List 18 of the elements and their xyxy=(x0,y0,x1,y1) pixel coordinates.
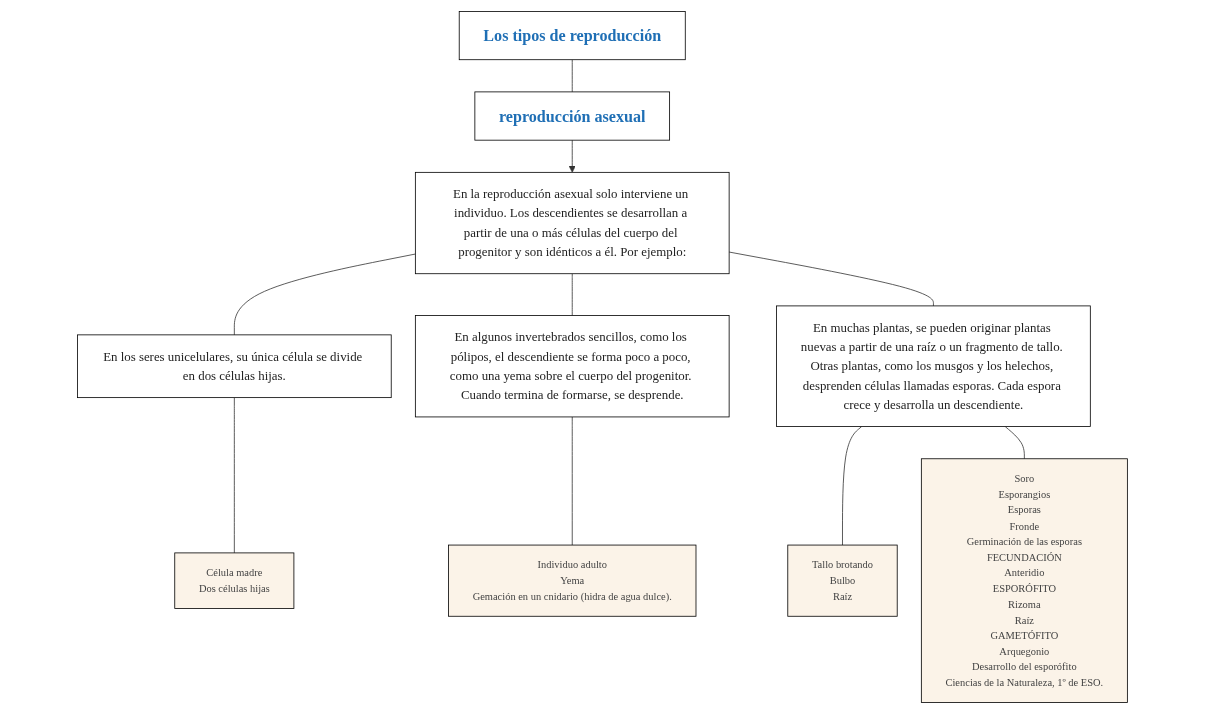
node-box: Soro Esporangios Esporas Fronde Germinación de las esporas FECUNDACIÓN Anteridio ESPORÓFITO Rizoma Raíz GAMETÓFITO Arquegonio Desarrollo del esporófito Ciencias de la Naturaleza, 1º de ESO. xyxy=(921,458,1128,703)
node-box: Célula madre Dos células hijas xyxy=(174,552,295,609)
connector xyxy=(571,273,573,316)
connector xyxy=(571,416,573,546)
node-box: En muchas plantas, se pueden originar plantas nuevas a partir de una raíz o un fragmento de tallo. Otras plantas, como los musgos y los helechos, desprenden células llamadas esporas. Cada espora crece y desarrolla un descendiente. xyxy=(776,305,1091,427)
connector xyxy=(842,426,863,546)
node-box: Los tipos de reproducción xyxy=(458,11,686,61)
connector xyxy=(728,251,934,307)
node-box: reproducción asexual xyxy=(474,91,671,141)
node-box: En la reproducción asexual solo interviene un individuo. Los descendientes se desarrollan a partir de una o más células del cuerpo del progenitor y son idénticos a él. Por ejemplo: xyxy=(415,171,730,275)
connector xyxy=(571,59,573,93)
connector xyxy=(234,397,235,554)
node-box: En algunos invertebrados sencillos, como los pólipos, el descendiente se forma poco a poco, como una yema sobre el cuerpo del progenitor. Cuando termina de formarse, se desprende. xyxy=(415,315,730,418)
node-box: Individuo adulto Yema Gemación en un cnidario (hidra de agua dulce). xyxy=(448,544,697,617)
node-box: Tallo brotando Bulbo Raíz xyxy=(787,544,898,617)
node-box: En los seres unicelulares, su única célula se divide en dos células hijas. xyxy=(77,334,392,398)
connector xyxy=(1004,426,1025,460)
connector xyxy=(234,253,416,336)
